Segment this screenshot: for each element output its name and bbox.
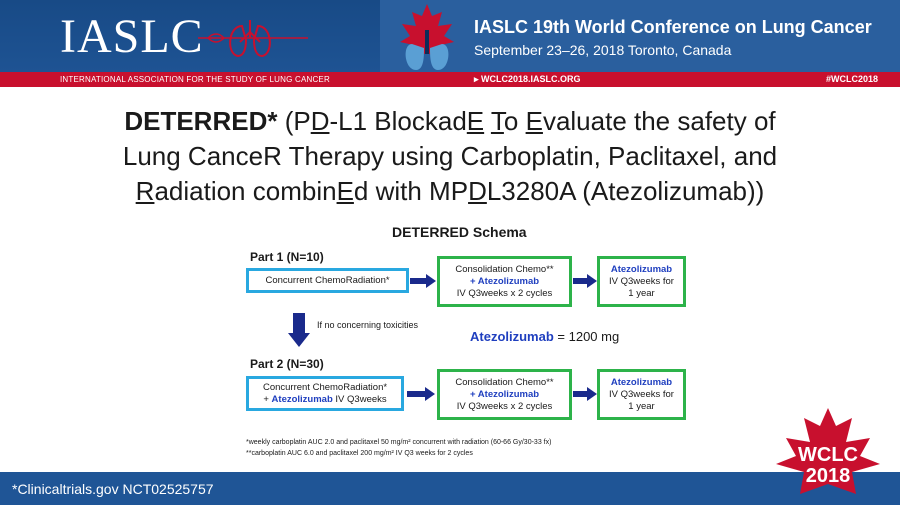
slide-title: DETERRED* (PD-L1 BlockadE To Evaluate th… xyxy=(0,104,900,209)
maple-leaf-lung-icon xyxy=(400,4,454,70)
schema-footnotes: *weekly carboplatin AUC 2.0 and paclitax… xyxy=(246,437,551,459)
hashtag: #WCLC2018 xyxy=(825,74,878,84)
schema-title: DETERRED Schema xyxy=(392,224,527,240)
part2-arrow-1 xyxy=(407,387,435,401)
part1-atezolizumab-box: Atezolizumab IV Q3weeks for 1 year xyxy=(597,256,686,307)
part1-arrow-1 xyxy=(410,274,436,288)
part1-consolidation-box: Consolidation Chemo** + Atezolizumab IV … xyxy=(437,256,572,307)
clinicaltrials-reference: *Clinicaltrials.gov NCT02525757 xyxy=(12,481,214,497)
conference-title: IASLC 19th World Conference on Lung Canc… xyxy=(474,17,872,37)
footnote-1: *weekly carboplatin AUC 2.0 and paclitax… xyxy=(246,439,552,446)
part1-arrow-2 xyxy=(573,274,597,288)
title-line-3: Radiation combinEd with MPDL3280A (Atezo… xyxy=(135,176,765,206)
footnote-2: **carboplatin AUC 6.0 and paclitaxel 200… xyxy=(246,450,473,457)
part2-arrow-2 xyxy=(573,387,597,401)
wclc-badge-text: WCLC 2018 xyxy=(798,444,858,487)
part1-label: Part 1 (N=10) xyxy=(250,250,324,264)
title-acronym: DETERRED* xyxy=(124,106,278,136)
iaslc-logo: IASLC xyxy=(60,10,204,63)
down-arrow xyxy=(288,313,310,347)
dose-label: Atezolizumab = 1200 mg xyxy=(470,329,620,344)
org-name: INTERNATIONAL ASSOCIATION FOR THE STUDY … xyxy=(60,75,330,84)
lung-logo-icon xyxy=(198,20,308,58)
maple-leaf-badge-icon xyxy=(776,408,880,494)
header-red-strip xyxy=(0,72,900,87)
header-right-panel xyxy=(380,0,900,72)
part2-atezolizumab-box: Atezolizumab IV Q3weeks for 1 year xyxy=(597,369,686,420)
website-text: WCLC2018.IASLC.ORG xyxy=(481,74,581,84)
footer-bar xyxy=(0,472,900,505)
part2-label: Part 2 (N=30) xyxy=(250,357,324,371)
part1-concurrent-chemoradiation-box: Concurrent ChemoRadiation* xyxy=(246,268,409,293)
condition-label: If no concerning toxicities xyxy=(317,320,419,330)
title-line-1: DETERRED* (PD-L1 BlockadE To Evaluate th… xyxy=(124,106,776,136)
title-line-2: Lung CanceR Therapy using Carboplatin, P… xyxy=(122,141,778,171)
conference-dates: September 23–26, 2018 Toronto, Canada xyxy=(474,42,732,58)
part2-consolidation-box: Consolidation Chemo** + Atezolizumab IV … xyxy=(437,369,572,420)
website-link[interactable]: ▸ WCLC2018.IASLC.ORG xyxy=(474,74,581,84)
part2-concurrent-chemoradiation-box: Concurrent ChemoRadiation* + Atezolizuma… xyxy=(246,376,404,411)
